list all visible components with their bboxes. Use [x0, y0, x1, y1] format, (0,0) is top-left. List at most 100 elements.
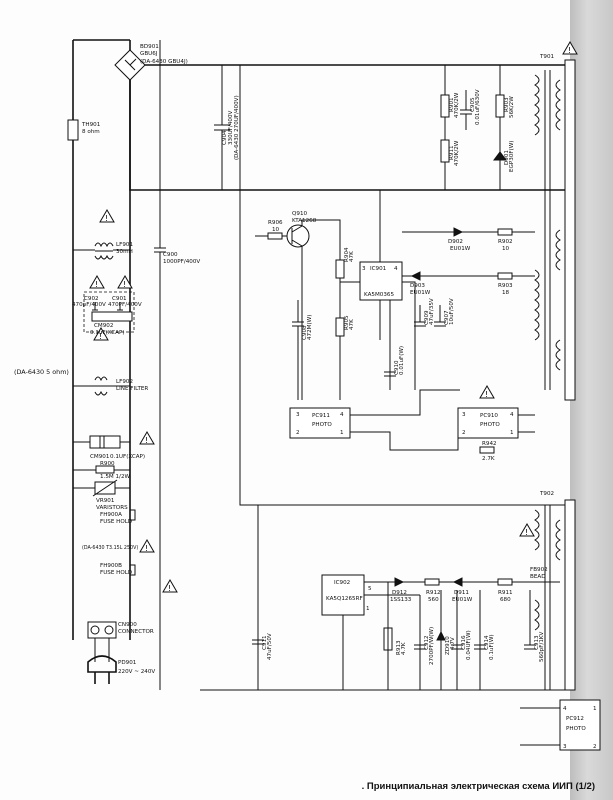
svg-text:FB902: FB902	[530, 567, 548, 573]
resistor-r906	[267, 232, 283, 240]
warning-icon: !	[479, 385, 495, 399]
svg-text:BEAD: BEAD	[530, 574, 546, 580]
svg-text:3: 3	[462, 412, 466, 418]
svg-text:R906: R906	[268, 220, 283, 226]
svg-text:3: 3	[296, 412, 300, 418]
svg-text:PC911: PC911	[312, 413, 330, 419]
svg-text:4.7K: 4.7K	[401, 642, 407, 655]
svg-text:4: 4	[394, 266, 398, 272]
svg-text:1: 1	[340, 430, 344, 436]
svg-text:R911: R911	[449, 145, 455, 160]
xcap-cm901	[89, 435, 121, 449]
svg-text:8 ohm: 8 ohm	[82, 129, 100, 135]
resistor-r904	[335, 259, 345, 279]
svg-text:CM901: CM901	[90, 454, 110, 460]
svg-text:330UF/400V: 330UF/400V	[228, 110, 234, 145]
svg-text:472M(W): 472M(W)	[307, 315, 313, 340]
svg-text:C914: C914	[484, 635, 490, 650]
svg-text:!: !	[105, 214, 108, 223]
label-t901: T901	[539, 54, 555, 60]
resistor-r912	[424, 578, 440, 586]
svg-text:Q910: Q910	[292, 211, 308, 217]
svg-text:LF901: LF901	[116, 242, 133, 248]
svg-text:PHOTO: PHOTO	[312, 422, 332, 428]
svg-text:2.7K: 2.7K	[482, 456, 495, 462]
svg-text:EU01W: EU01W	[450, 246, 471, 252]
svg-text:R942: R942	[482, 441, 497, 447]
svg-text:C916: C916	[461, 635, 467, 650]
svg-text:!: !	[145, 544, 148, 553]
svg-text:560pF/1KV: 560pF/1KV	[539, 631, 545, 662]
xcap-cm902	[91, 311, 133, 322]
svg-text:47uF/50V: 47uF/50V	[267, 633, 273, 660]
fuse-holder-fh900a	[130, 509, 136, 521]
capacitor-c910	[384, 355, 396, 377]
svg-text:C911: C911	[262, 635, 268, 650]
svg-text:PD901: PD901	[118, 660, 137, 666]
figure-caption: . Принципиальная электрическая схема ИИП…	[361, 781, 595, 792]
svg-text:GBU6J: GBU6J	[140, 51, 158, 57]
warning-icon: !	[117, 275, 133, 289]
svg-text:3: 3	[362, 266, 366, 272]
svg-text:ZD910: ZD910	[445, 636, 451, 655]
svg-text:R911: R911	[498, 590, 513, 596]
svg-text:470K/2W: 470K/2W	[454, 140, 460, 166]
svg-text:C912: C912	[424, 635, 430, 650]
svg-text:FUSE HOLD: FUSE HOLD	[100, 570, 132, 576]
svg-text:10: 10	[272, 227, 280, 233]
scan-margin-strip	[570, 0, 613, 800]
diode-d902	[453, 227, 464, 237]
svg-text:!: !	[99, 332, 102, 341]
svg-text:C909: C909	[424, 310, 430, 325]
svg-text:D902: D902	[448, 239, 463, 245]
dc-bus-return	[129, 80, 575, 191]
svg-text:CONNECTOR: CONNECTOR	[118, 629, 154, 635]
warning-icon: !	[519, 523, 535, 537]
primary-bus-left	[239, 65, 575, 506]
svg-text:1: 1	[366, 606, 370, 612]
svg-text:C901: C901	[112, 296, 127, 302]
transistor-q910	[286, 224, 310, 248]
svg-text:1000PF/400V: 1000PF/400V	[163, 259, 200, 265]
svg-text:2700PF/W(W): 2700PF/W(W)	[429, 627, 435, 665]
svg-text:LF902: LF902	[116, 379, 133, 385]
svg-text:VARISTORS: VARISTORS	[96, 505, 128, 511]
svg-text:0.1UF(XCAP): 0.1UF(XCAP)	[110, 454, 145, 460]
resistor-r942	[479, 446, 495, 454]
capacitor-c909	[414, 305, 426, 327]
mains-plug-pd901	[87, 638, 117, 684]
transformer-t901	[534, 59, 576, 401]
svg-text:KTA1268: KTA1268	[292, 218, 317, 224]
warning-icon: !	[89, 275, 105, 289]
svg-text:VR901: VR901	[96, 498, 115, 504]
svg-text:R901: R901	[449, 97, 455, 112]
svg-text:R900: R900	[100, 461, 115, 467]
resistor-r903	[495, 94, 505, 118]
svg-text:30mH: 30mH	[116, 249, 133, 255]
optocoupler-pc911	[289, 407, 351, 439]
svg-text:!: !	[568, 46, 571, 55]
svg-text:PHOTO: PHOTO	[566, 726, 586, 732]
svg-text:EU01W: EU01W	[410, 290, 431, 296]
svg-text:C900: C900	[163, 252, 178, 258]
svg-text:EGP30F(W): EGP30F(W)	[509, 141, 515, 172]
svg-text:(DA-6430 T3.15L 250V): (DA-6430 T3.15L 250V)	[82, 545, 138, 551]
svg-text:C907: C907	[444, 310, 450, 325]
svg-text:470pF/400V: 470pF/400V	[72, 302, 106, 308]
svg-text:TH901: TH901	[81, 122, 101, 128]
svg-text:(DA-6430 GBU4J): (DA-6430 GBU4J)	[140, 59, 188, 65]
svg-text:4: 4	[510, 412, 514, 418]
svg-text:4.7V: 4.7V	[450, 637, 456, 650]
svg-text:56K/2W: 56K/2W	[509, 96, 515, 118]
svg-text:470PF/400V: 470PF/400V	[108, 302, 142, 308]
svg-text:C908: C908	[302, 325, 308, 340]
svg-text:680: 680	[500, 597, 511, 603]
svg-text:D912: D912	[392, 590, 407, 596]
svg-text:470K/2W: 470K/2W	[454, 92, 460, 118]
svg-text:R903: R903	[504, 97, 510, 112]
diode-d901	[493, 151, 507, 161]
svg-text:C904: C904	[222, 130, 228, 145]
fuse-holder-fh900b	[130, 564, 136, 576]
